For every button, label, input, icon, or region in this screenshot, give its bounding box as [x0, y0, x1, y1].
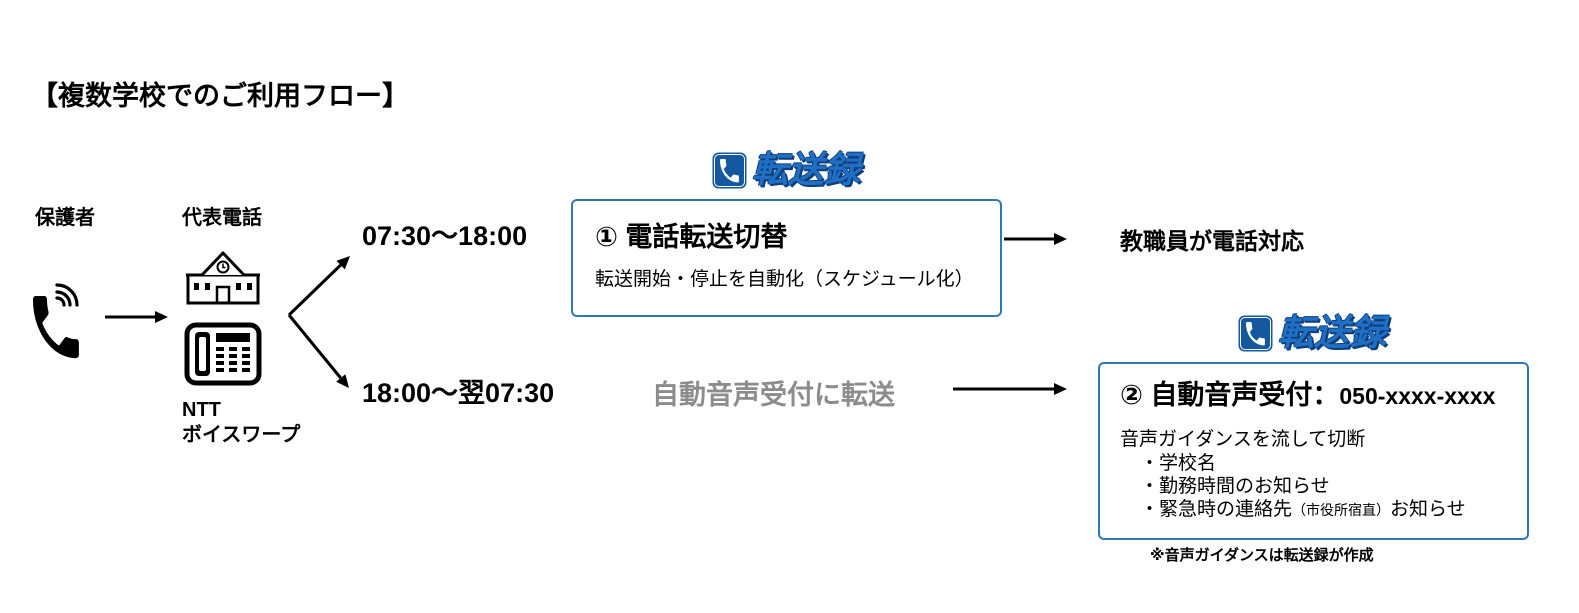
- list-item-note: （市役所宿直）: [1292, 502, 1391, 518]
- brand-logo: 転送録: [1238, 313, 1386, 353]
- handset-shape: [33, 296, 79, 359]
- phone-call-icon: [33, 283, 79, 359]
- step2-title: ② 自動音声受付：: [1120, 380, 1340, 410]
- signal-wave-1: [55, 296, 66, 307]
- step1-box: ① 電話転送切替 転送開始・停止を自動化（スケジュール化）: [571, 199, 1002, 317]
- list-item: ・学校名: [1140, 453, 1217, 474]
- arrow-to-night-route: [287, 314, 349, 388]
- arrow-head: [1054, 233, 1067, 245]
- list-item: ・緊急時の連絡先（市役所宿直）お知らせ: [1140, 498, 1466, 522]
- list-item-suffix: お知らせ: [1390, 499, 1466, 520]
- provider-service: ボイスワープ: [182, 424, 301, 446]
- phone-display: [216, 333, 250, 342]
- list-item: ・勤務時間のお知らせ: [1140, 476, 1330, 497]
- night-hours: 18:00〜翌07:30: [362, 378, 555, 408]
- signal-wave-3: [55, 283, 79, 307]
- school-building-icon: [186, 251, 260, 305]
- school-window: [194, 283, 199, 290]
- school-door: [215, 285, 231, 305]
- phone-number: 050-xxxx-xxxx: [1339, 383, 1496, 409]
- daytime-hours: 07:30〜18:00: [362, 221, 528, 251]
- school-window: [236, 283, 241, 290]
- arrow-head: [1054, 383, 1067, 395]
- badge-background: [712, 152, 747, 188]
- step1-description: 転送開始・停止を自動化（スケジュール化）: [595, 269, 974, 290]
- list-item-text: ・緊急時の連絡先: [1140, 499, 1293, 520]
- provider-name: NTT: [182, 399, 221, 421]
- arrow-caller-to-main-line: [105, 311, 168, 323]
- arrow-head: [336, 256, 350, 270]
- badge-inner-border: [714, 153, 745, 187]
- step2-box: ② 自動音声受付：050-xxxx-xxxx 音声ガイダンスを流して切断 ・学校…: [1098, 362, 1529, 540]
- night-transfer-label: 自動音声受付に転送: [652, 380, 895, 410]
- step2-description: 音声ガイダンスを流して切断: [1120, 429, 1366, 450]
- footnote: ※音声ガイダンスは転送録が作成: [1150, 547, 1374, 564]
- arrow-line: [287, 263, 342, 317]
- page-title: 【複数学校でのご利用フロー】: [31, 81, 409, 111]
- badge-background: [1238, 315, 1273, 351]
- phone-keypad: [216, 347, 250, 372]
- phone-handset-inner: [199, 337, 206, 371]
- arrow-step1-to-staff: [1004, 233, 1067, 245]
- brand-name: 転送録: [1278, 312, 1387, 353]
- arrow-head: [155, 311, 168, 323]
- step2-title-line: ② 自動音声受付：050-xxxx-xxxx: [1120, 379, 1495, 412]
- badge-handset: [1246, 321, 1265, 345]
- school-window: [247, 283, 252, 290]
- arrow-line: [287, 314, 342, 379]
- signal-wave-2: [55, 290, 72, 307]
- step1-title: ① 電話転送切替: [595, 222, 788, 252]
- brand-name: 転送録: [752, 149, 861, 190]
- brand-logo: 転送録: [712, 150, 860, 190]
- phone-badge-icon: [1238, 315, 1273, 351]
- representative-label: 代表電話: [182, 207, 262, 229]
- daytime-result: 教職員が電話対応: [1120, 228, 1304, 254]
- badge-inner-border: [1240, 316, 1271, 350]
- office-phone-icon: [184, 322, 262, 386]
- arrow-transfer-to-step2: [953, 383, 1067, 395]
- school-window: [205, 283, 210, 290]
- badge-handset: [720, 158, 739, 182]
- phone-body: [184, 322, 262, 386]
- arrow-head: [336, 374, 349, 388]
- phone-badge-icon: [712, 152, 747, 188]
- caller-label: 保護者: [35, 207, 95, 229]
- clock-face: [216, 260, 230, 274]
- clock-hands: [222, 263, 226, 269]
- arrow-to-daytime-route: [287, 256, 350, 317]
